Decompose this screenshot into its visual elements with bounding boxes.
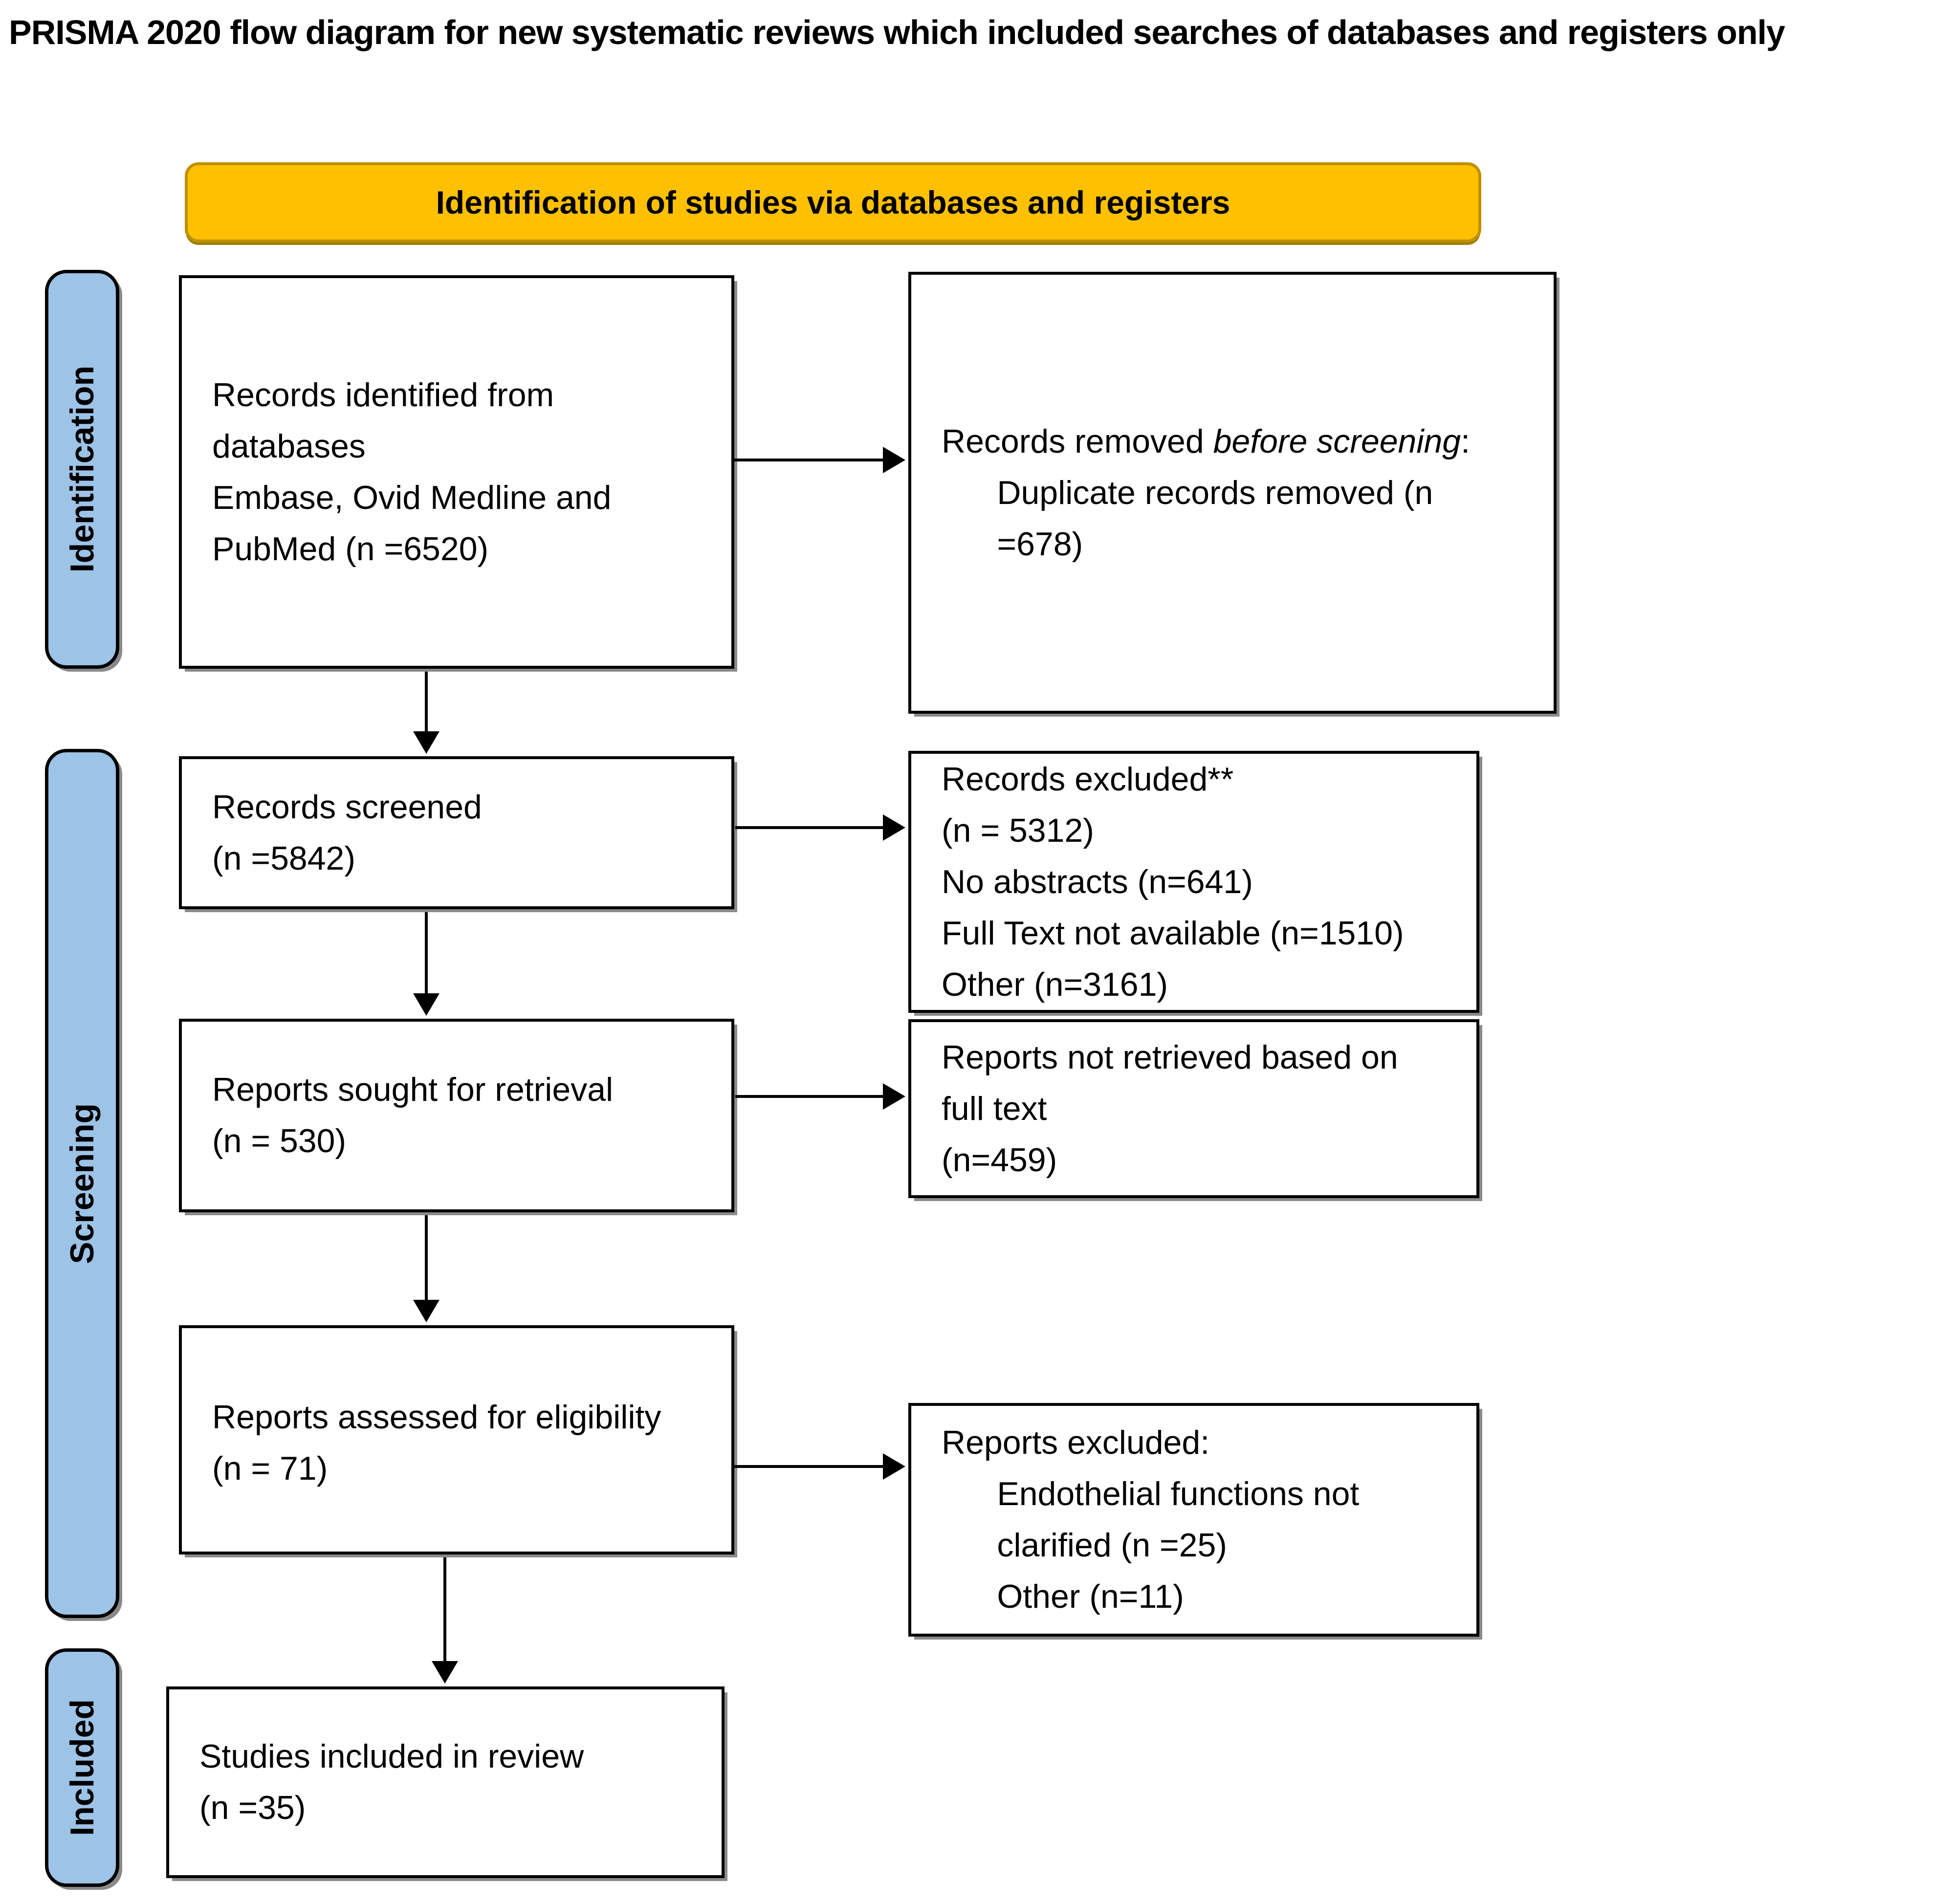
records-removed-suffix: :	[1461, 422, 1471, 460]
box-studies-included: Studies included in review (n =35)	[166, 1686, 725, 1878]
records-removed-italic: before screening	[1213, 422, 1461, 460]
arrow-shaft	[425, 912, 428, 995]
arrow-shaft	[735, 1095, 884, 1098]
box-records-removed-text: Duplicate records removed (n =678)	[997, 474, 1433, 563]
arrow-shaft	[443, 1557, 446, 1663]
box-reports-excluded-text: Reports excluded: Endothelial functions …	[942, 1424, 1360, 1615]
box-records-identified: Records identified from databases Embase…	[179, 275, 734, 669]
box-reports-sought: Reports sought for retrieval (n = 530)	[179, 1019, 734, 1212]
banner-label: Identification of studies via databases …	[436, 184, 1230, 220]
box-records-screened-text: Records screened (n =5842)	[212, 788, 482, 877]
box-records-screened: Records screened (n =5842)	[179, 756, 734, 909]
stage-label-included: Included	[45, 1648, 119, 1887]
box-reports-assessed-text: Reports assessed for eligibility (n = 71…	[212, 1399, 661, 1487]
box-reports-excluded: Reports excluded: Endothelial functions …	[908, 1403, 1479, 1637]
box-reports-assessed: Reports assessed for eligibility (n = 71…	[179, 1325, 734, 1554]
box-records-excluded: Records excluded** (n = 5312) No abstrac…	[908, 751, 1479, 1013]
arrow-head	[413, 731, 439, 754]
box-records-identified-text: Records identified from databases Embase…	[212, 376, 612, 568]
arrow-shaft	[734, 1465, 884, 1468]
banner-identification-of-studies: Identification of studies via databases …	[185, 162, 1481, 242]
arrow-shaft	[425, 1215, 428, 1302]
box-studies-included-text: Studies included in review (n =35)	[199, 1738, 584, 1826]
arrow-head	[883, 1453, 905, 1480]
stage-label-identification-text: Identification	[64, 366, 101, 573]
box-reports-not-retrieved-text: Reports not retrieved based on full text…	[942, 1038, 1398, 1179]
arrow-head	[883, 814, 905, 841]
arrow-head	[432, 1661, 458, 1684]
page-title: PRISMA 2020 flow diagram for new systema…	[9, 13, 1785, 51]
box-reports-not-retrieved: Reports not retrieved based on full text…	[908, 1019, 1479, 1198]
arrow-head	[413, 993, 439, 1016]
stage-label-identification: Identification	[45, 270, 119, 669]
stage-label-screening-text: Screening	[64, 1103, 101, 1264]
box-records-removed: Records removed before screening: Duplic…	[908, 272, 1557, 714]
stage-label-screening: Screening	[45, 749, 119, 1618]
arrow-head	[413, 1300, 439, 1322]
stage-label-included-text: Included	[64, 1699, 101, 1836]
box-records-excluded-text: Records excluded** (n = 5312) No abstrac…	[942, 760, 1404, 1003]
records-removed-prefix: Records removed	[942, 422, 1213, 460]
arrow-shaft	[734, 459, 884, 461]
arrow-shaft	[425, 672, 428, 733]
arrow-head	[883, 447, 905, 473]
arrow-head	[883, 1083, 905, 1110]
box-records-removed-line1: Records removed before screening:	[942, 416, 1544, 467]
arrow-shaft	[735, 826, 884, 829]
box-reports-sought-text: Reports sought for retrieval (n = 530)	[212, 1071, 614, 1160]
